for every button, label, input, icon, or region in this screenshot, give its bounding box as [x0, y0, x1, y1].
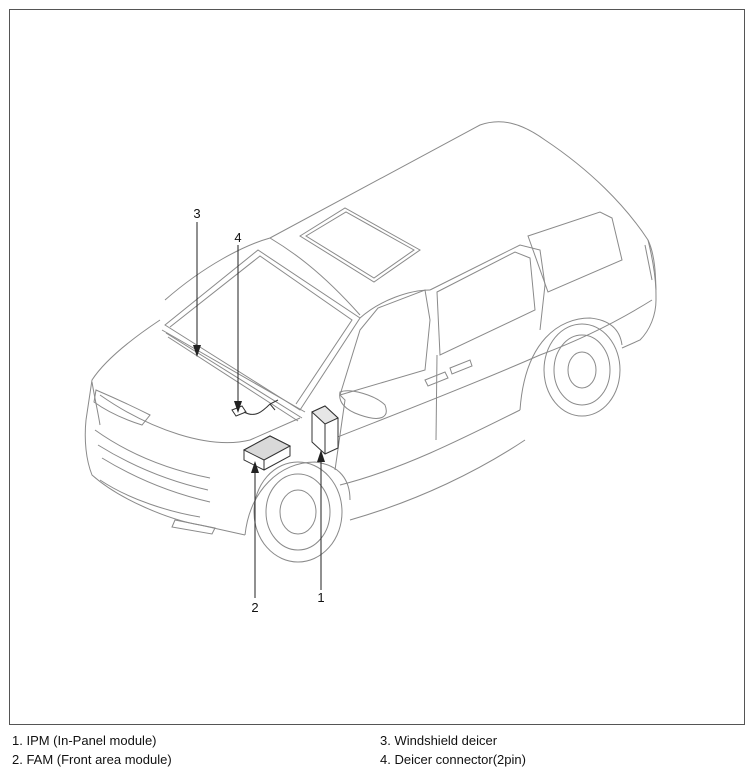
leader-1: [317, 450, 325, 590]
minivan-outline: [84, 121, 657, 563]
callout-4: 4: [234, 230, 241, 245]
callout-3: 3: [193, 206, 200, 221]
fam-module: [242, 435, 292, 471]
leader-2: [251, 461, 259, 598]
leader-4: [234, 245, 242, 413]
diagram-frame: [9, 9, 745, 725]
legend-item-deicer-connector: 4. Deicer connector(2pin): [380, 752, 526, 767]
vehicle-diagram: 1 2 3 4: [84, 121, 657, 615]
callout-1: 1: [317, 590, 324, 605]
legend-item-fam: 2. FAM (Front area module): [12, 752, 172, 767]
leader-3: [193, 222, 201, 357]
legend-column-left: 1. IPM (In-Panel module) 2. FAM (Front a…: [12, 731, 172, 769]
callout-2: 2: [251, 600, 258, 615]
ipm-module: [311, 405, 339, 455]
component-legend: 1. IPM (In-Panel module) 2. FAM (Front a…: [12, 731, 742, 771]
legend-item-windshield-deicer: 3. Windshield deicer: [380, 733, 498, 748]
legend-column-right: 3. Windshield deicer 4. Deicer connector…: [380, 731, 526, 769]
legend-item-ipm: 1. IPM (In-Panel module): [12, 733, 157, 748]
